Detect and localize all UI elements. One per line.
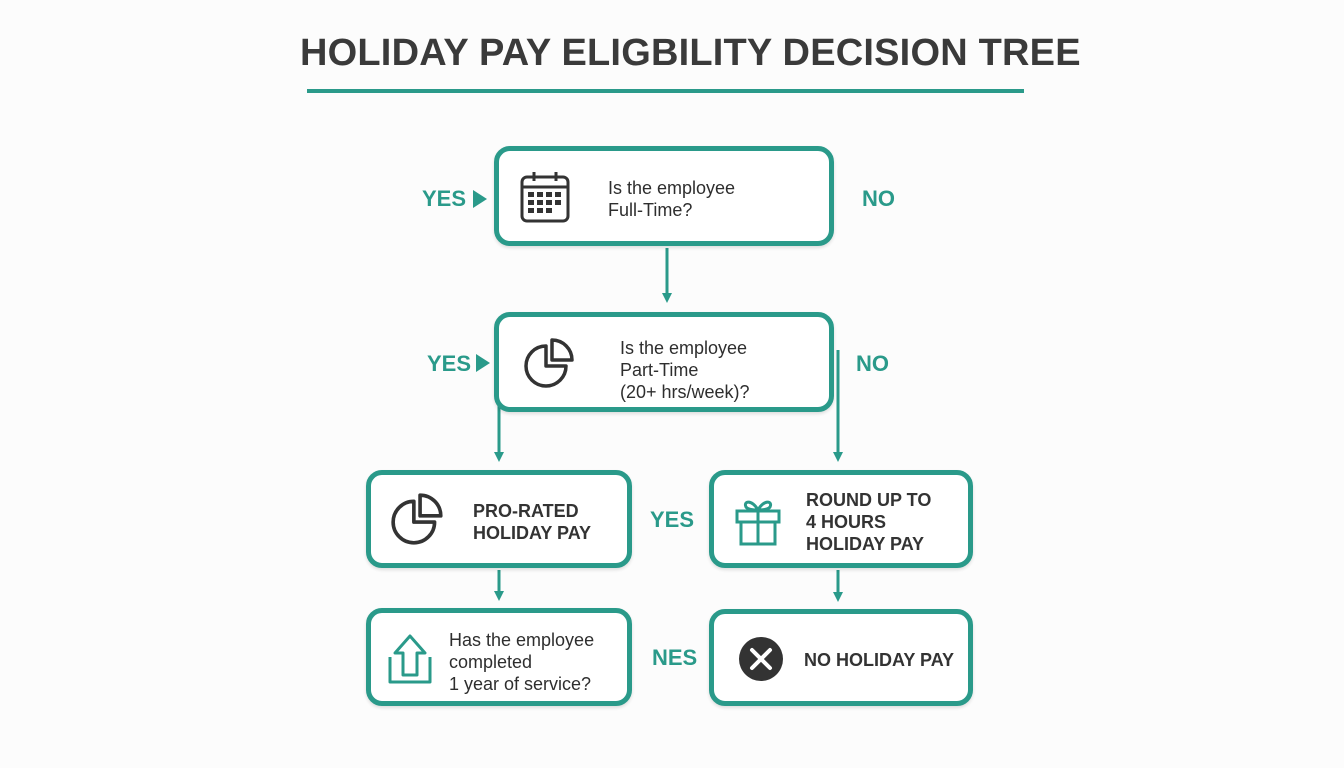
node-part-time-text: Is the employee Part-Time (20+ hrs/week)…: [620, 338, 750, 402]
label-full-time-no: NO: [862, 186, 895, 211]
upload-arrow-icon: [388, 634, 432, 684]
yes-pointer-2: [476, 354, 490, 372]
node-round-up: ROUND UP TO 4 HOURS HOLIDAY PAY: [709, 470, 973, 568]
node-no-holiday-pay: NO HOLIDAY PAY: [709, 609, 973, 706]
calendar-icon: [520, 172, 570, 223]
label-middle-yes: YES: [650, 507, 695, 532]
label-full-time-yes: YES: [422, 186, 467, 211]
node-pro-rated: PRO-RATED HOLIDAY PAY: [366, 470, 632, 568]
node-full-time-text: Is the employee Full-Time?: [608, 178, 736, 220]
pie-chart-icon: [524, 338, 574, 388]
node-part-time: Is the employee Part-Time (20+ hrs/week)…: [494, 312, 834, 412]
node-pro-rated-text: PRO-RATED HOLIDAY PAY: [473, 501, 592, 543]
node-full-time: Is the employee Full-Time?: [494, 146, 834, 246]
close-circle-icon: [739, 637, 783, 681]
title-underline: [307, 89, 1024, 93]
yes-pointer-1: [473, 190, 487, 208]
pie-chart-icon: [391, 493, 443, 545]
node-service: Has the employee completed 1 year of ser…: [366, 608, 632, 706]
label-bottom: NES: [652, 645, 698, 670]
node-service-text: Has the employee completed 1 year of ser…: [449, 630, 595, 694]
node-no-holiday-pay-text: NO HOLIDAY PAY: [804, 650, 955, 670]
page-title: HOLIDAY PAY ELIGBILITY DECISION TREE: [300, 32, 1081, 74]
node-round-up-text: ROUND UP TO 4 HOURS HOLIDAY PAY: [806, 490, 932, 554]
label-part-time-no: NO: [856, 351, 889, 376]
gift-icon: [735, 500, 781, 546]
label-part-time-yes: YES: [427, 351, 472, 376]
